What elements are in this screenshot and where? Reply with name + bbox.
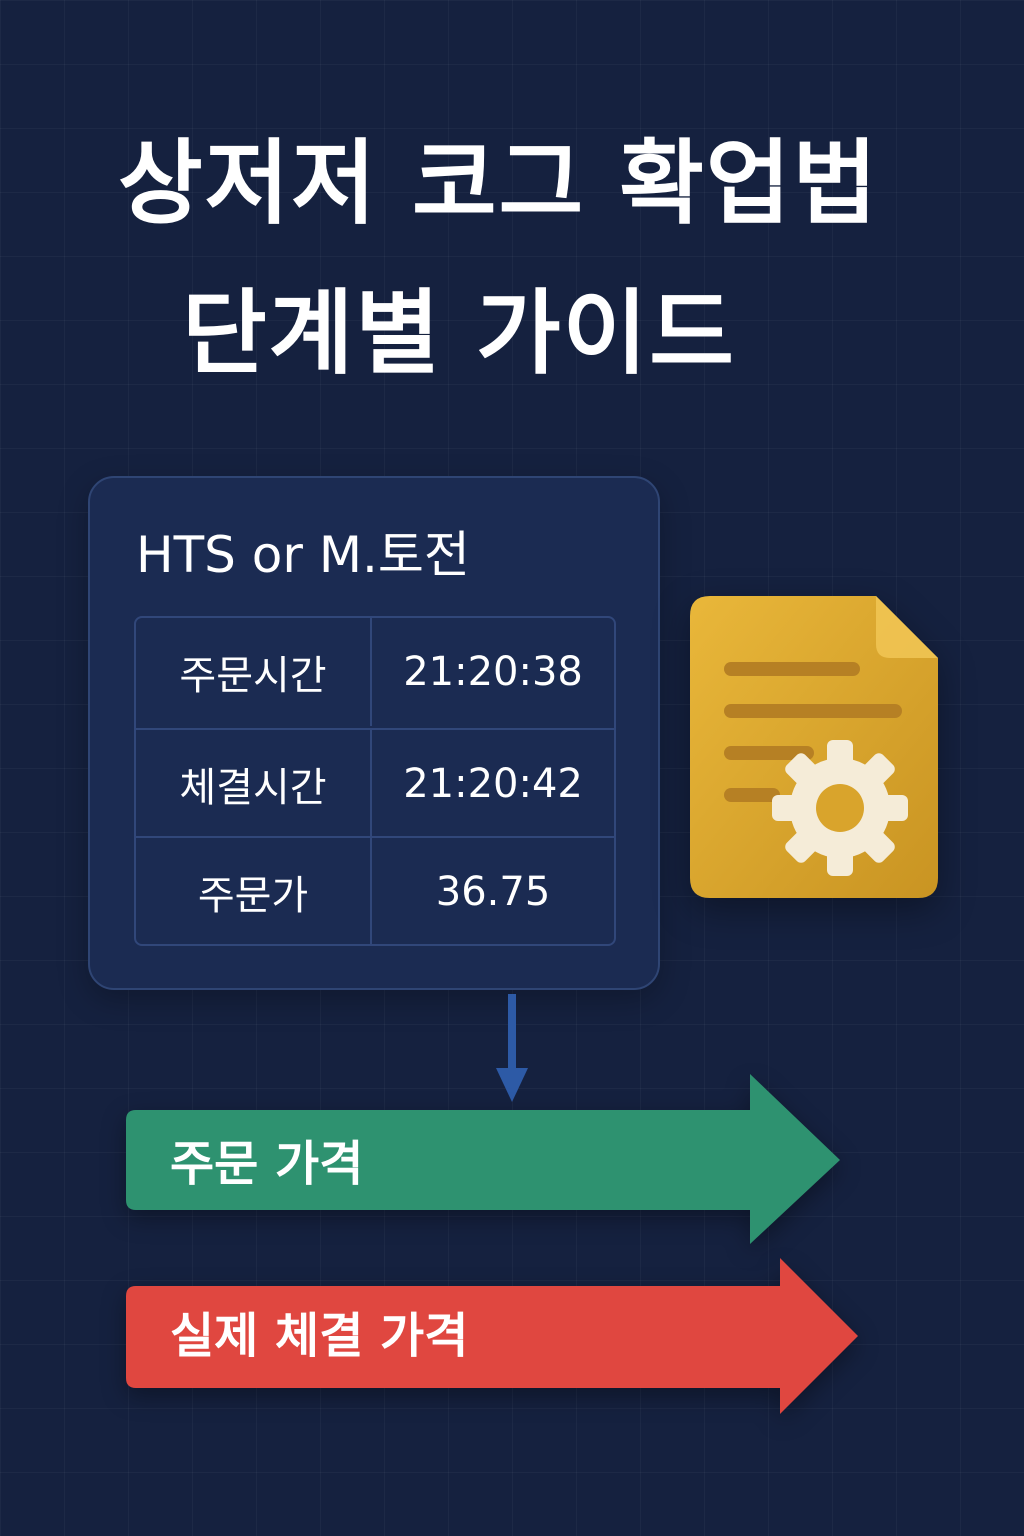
document-gear-icon bbox=[690, 596, 938, 898]
arrow-down-icon bbox=[496, 994, 528, 1102]
order-price-value: 36.75 bbox=[435, 869, 551, 915]
panel-title: HTS or M.토전 bbox=[136, 526, 470, 584]
order-info-panel: HTS or M.토전 주문시간 21:20:38 체결시간 21:20:42 … bbox=[88, 476, 660, 990]
table-row: 주문시간 21:20:38 bbox=[136, 618, 614, 726]
order-time-label: 주문시간 bbox=[136, 618, 373, 726]
order-price-label: 주문가 bbox=[136, 838, 373, 944]
table-row: 주문가 36.75 bbox=[136, 836, 614, 944]
order-price-label: 주문 가격 bbox=[170, 1136, 364, 1192]
page-title-line-2: 단계별 가이드 bbox=[182, 280, 736, 387]
order-price-arrow bbox=[126, 1074, 840, 1244]
fill-time-value: 21:20:42 bbox=[403, 761, 583, 807]
order-time-value: 21:20:38 bbox=[403, 649, 583, 695]
fill-time-label: 체결시간 bbox=[136, 730, 373, 838]
order-info-table: 주문시간 21:20:38 체결시간 21:20:42 주문가 36.75 bbox=[134, 616, 616, 946]
table-row: 체결시간 21:20:42 bbox=[136, 728, 614, 838]
actual-fill-price-label: 실제 체결 가격 bbox=[170, 1308, 469, 1364]
actual-fill-price-arrow bbox=[126, 1258, 858, 1414]
page-title-line-1: 상저저 코그 확업법 bbox=[118, 130, 880, 237]
